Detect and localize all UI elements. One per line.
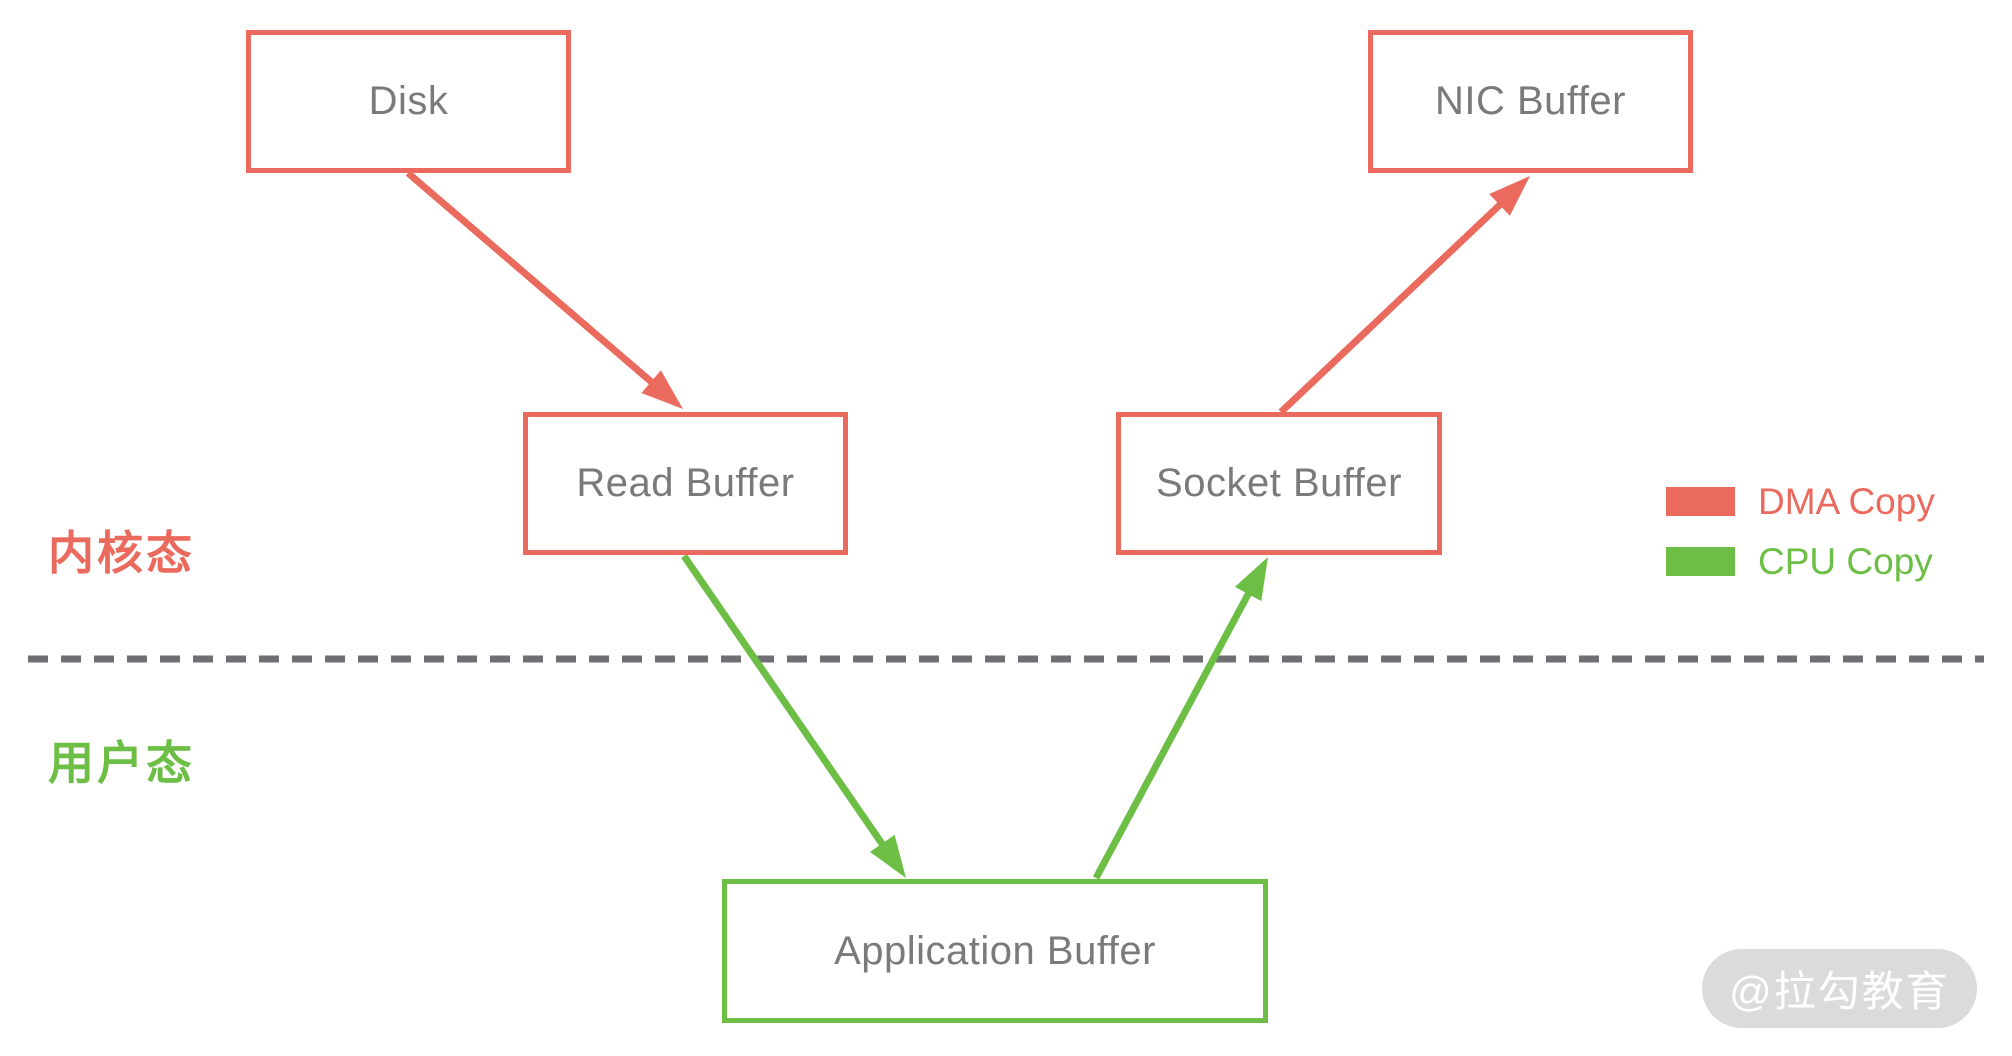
node-socket-buffer: Socket Buffer <box>1116 412 1442 555</box>
node-socket-buffer-label: Socket Buffer <box>1156 461 1402 505</box>
node-disk: Disk <box>246 30 571 173</box>
node-application-buffer-label: Application Buffer <box>834 928 1156 973</box>
edge-cpu-application-buffer-to-socket-buffer <box>1092 585 1256 880</box>
edge-dma-disk-to-read-buffer <box>405 170 658 388</box>
arrowhead-dma-disk-to-read-buffer-icon <box>641 370 683 409</box>
edge-cpu-read-buffer-to-application-buffer <box>681 554 890 853</box>
node-nic-buffer: NIC Buffer <box>1368 30 1693 173</box>
watermark-badge: @拉勾教育 <box>1702 949 1977 1028</box>
legend: DMA Copy CPU Copy <box>1666 481 1935 606</box>
cpu-copy-label: CPU Copy <box>1758 541 1933 582</box>
node-disk-label: Disk <box>368 79 449 123</box>
node-application-buffer: Application Buffer <box>722 879 1268 1023</box>
arrowhead-cpu-read-buffer-to-application-buffer-icon <box>869 834 906 878</box>
cpu-copy-swatch-icon <box>1666 547 1735 576</box>
watermark-text: @拉勾教育 <box>1729 968 1950 1015</box>
arrowhead-cpu-application-buffer-to-socket-buffer-icon <box>1234 557 1268 602</box>
node-nic-buffer-label: NIC Buffer <box>1435 79 1626 123</box>
dma-copy-swatch-icon <box>1666 487 1735 516</box>
kernel-mode-zone-label: 内核态 <box>48 527 195 579</box>
edge-dma-socket-buffer-to-nic-buffer <box>1278 197 1508 415</box>
node-read-buffer-label: Read Buffer <box>576 461 795 505</box>
arrowhead-dma-socket-buffer-to-nic-buffer-icon <box>1489 176 1530 216</box>
dma-copy-label: DMA Copy <box>1758 481 1935 522</box>
user-mode-zone-label: 用户态 <box>48 737 195 789</box>
legend-row-dma: DMA Copy <box>1666 481 1935 522</box>
node-read-buffer: Read Buffer <box>523 412 848 555</box>
legend-row-cpu: CPU Copy <box>1666 541 1935 582</box>
